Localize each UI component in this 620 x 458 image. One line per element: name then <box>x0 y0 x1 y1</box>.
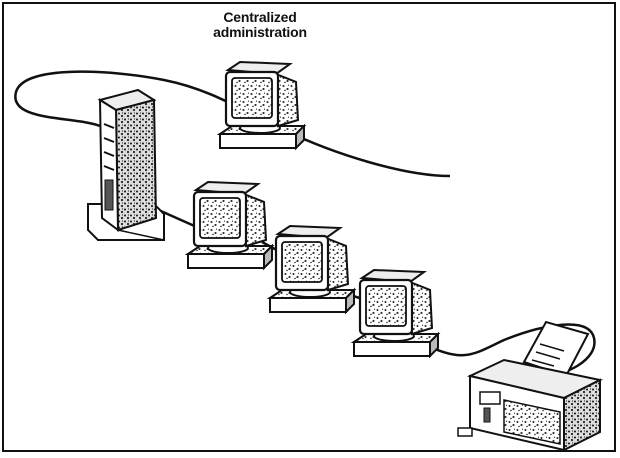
diagram-frame: Centralized administration <box>2 2 616 452</box>
monitor-icon <box>186 180 274 270</box>
workstation-3 <box>352 268 440 358</box>
monitor-icon <box>218 60 306 150</box>
label-line-2: administration <box>213 24 307 40</box>
centralized-administration-label: Centralized administration <box>180 10 340 40</box>
workstation-1 <box>186 180 274 270</box>
monitor-icon <box>352 268 440 358</box>
monitor-icon <box>268 224 356 314</box>
server-tower-icon <box>87 88 165 241</box>
printer-icon <box>457 320 604 452</box>
admin-workstation <box>218 60 306 150</box>
workstation-2 <box>268 224 356 314</box>
label-line-1: Centralized <box>223 9 297 25</box>
network-diagram <box>14 60 604 452</box>
network-cable <box>14 70 451 178</box>
